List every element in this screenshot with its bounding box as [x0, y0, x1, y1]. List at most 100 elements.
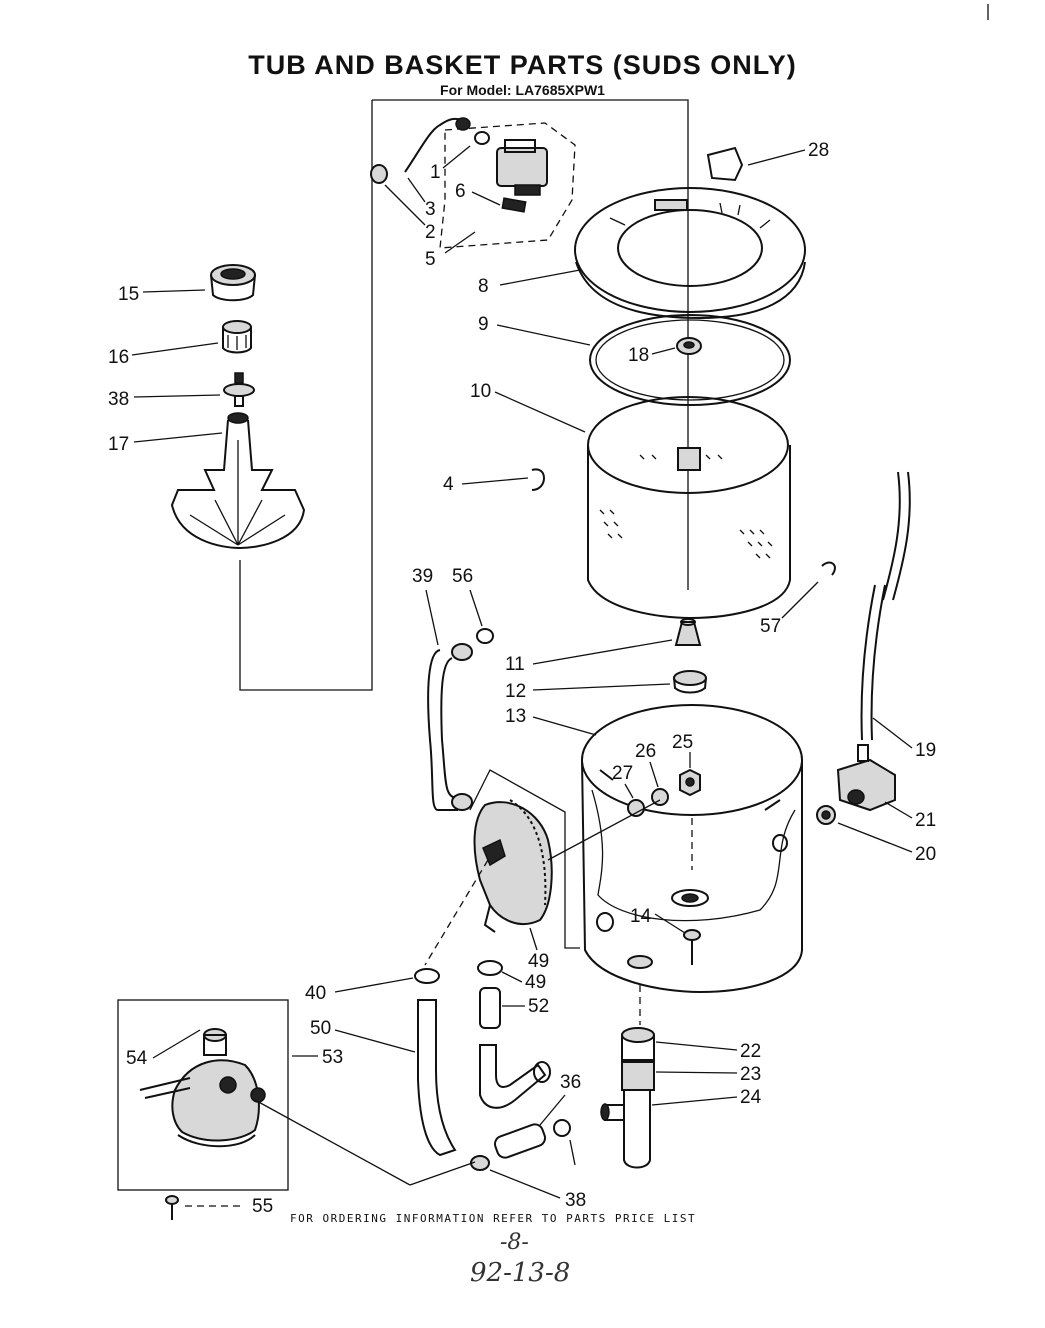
callout-26: 26 — [635, 741, 656, 762]
callout-12: 12 — [505, 681, 526, 702]
clamp-link-line — [409, 1161, 476, 1186]
leader-49-left — [334, 977, 414, 993]
switch-assembly-outline — [439, 122, 576, 249]
clip — [531, 468, 545, 491]
basket-ring-inner — [595, 319, 785, 401]
callout-21: 21 — [915, 810, 936, 831]
callout-1: 1 — [430, 162, 441, 183]
pump-hose — [417, 999, 457, 1157]
switch-bracket — [501, 197, 527, 213]
short-hose — [479, 987, 501, 1029]
leader-4 — [461, 477, 529, 485]
drive-bell — [674, 618, 702, 646]
pump — [473, 799, 553, 933]
callout-4: 4 — [443, 474, 454, 495]
callout-49-left: 40 — [305, 983, 326, 1004]
outer-tub — [581, 704, 803, 994]
callout-36: 36 — [560, 1072, 581, 1093]
mounting-plate — [706, 146, 744, 182]
callout-11: 11 — [505, 654, 525, 675]
callout-50: 49 — [528, 951, 549, 972]
callout-18: 18 — [628, 345, 649, 366]
leader-11 — [532, 639, 673, 665]
leader-49-right — [501, 971, 523, 983]
callout-22: 22 — [740, 1041, 761, 1062]
pressure-switch — [496, 139, 548, 196]
callout-27: 27 — [612, 763, 633, 784]
mounting-screw — [165, 1195, 179, 1220]
agitator-body — [170, 412, 306, 550]
callout-5: 5 — [425, 249, 436, 270]
callout-6: 6 — [455, 181, 466, 202]
callout-10: 10 — [470, 381, 491, 402]
pump-to-hose-line — [424, 859, 489, 966]
callout-13: 13 — [505, 706, 526, 727]
air-dome — [836, 744, 896, 812]
leader-38 — [489, 1169, 561, 1199]
callout-3: 3 — [425, 199, 436, 220]
callout-15: 15 — [118, 284, 139, 305]
elbow-hose-end — [533, 1061, 551, 1083]
basket-axis-line — [372, 99, 689, 590]
callout-14: 14 — [630, 906, 652, 927]
leader-24 — [651, 1096, 738, 1106]
connector-hose — [493, 1123, 547, 1159]
leader-3 — [407, 177, 426, 203]
leader-14 — [654, 913, 686, 934]
leader-17 — [133, 432, 223, 443]
leader-16 — [131, 342, 219, 356]
drain-collar — [621, 1061, 655, 1091]
leader-12 — [532, 683, 671, 691]
callout-54: 54 — [126, 1048, 148, 1069]
callout-39: 39 — [412, 566, 433, 587]
callout-23: 23 — [740, 1064, 761, 1085]
leader-21 — [884, 801, 913, 819]
callout-52: 52 — [528, 996, 549, 1017]
leader-20 — [837, 822, 913, 853]
elbow-hose — [479, 1044, 547, 1109]
basket-ring — [589, 314, 791, 406]
callout-24: 24 — [740, 1087, 762, 1108]
callout-17: 17 — [108, 434, 129, 455]
grommet-hole — [821, 810, 831, 820]
callout-51: 50 — [310, 1018, 331, 1039]
tub-nut — [679, 768, 701, 797]
diagram-title: TUB AND BASKET PARTS (SUDS ONLY) — [248, 50, 797, 80]
flat-washer — [627, 799, 645, 817]
callout-53: 53 — [322, 1047, 343, 1068]
leader-57 — [781, 581, 819, 619]
handwritten-page-number: -8- — [500, 1230, 529, 1255]
leader-50 — [529, 927, 538, 951]
callout-8: 8 — [478, 276, 489, 297]
ordering-note: FOR ORDERING INFORMATION REFER TO PARTS … — [290, 1212, 697, 1225]
agitator-stud — [223, 372, 255, 407]
callout-25: 25 — [672, 732, 693, 753]
hose-clip — [821, 561, 836, 576]
callout-20: 20 — [915, 844, 936, 865]
leader-23 — [655, 1071, 738, 1074]
hose-fitting — [455, 117, 471, 131]
leader-39 — [425, 589, 439, 646]
leader-27 — [624, 783, 634, 799]
air-dome-hose-upper-edge — [892, 471, 911, 601]
seal-washer — [651, 788, 669, 806]
leader-38-right — [569, 1139, 576, 1166]
leader-10 — [494, 391, 586, 433]
callout-49-right: 49 — [525, 972, 546, 993]
leader-2 — [384, 184, 426, 226]
leader-56 — [469, 589, 483, 627]
pump-assembly-box — [117, 999, 289, 1191]
model-subtitle: For Model: LA7685XPW1 — [440, 82, 605, 98]
drain-tee — [600, 1090, 651, 1169]
callout-57: 57 — [760, 616, 781, 637]
leader-22 — [655, 1041, 738, 1051]
leader-54 — [152, 1029, 201, 1059]
leader-19 — [872, 717, 913, 749]
callout-40: 38 — [108, 389, 129, 410]
hose-clamp-49-right — [477, 960, 503, 976]
spin-basket — [587, 396, 791, 620]
leader-6 — [471, 191, 501, 206]
callout-19: 19 — [915, 740, 936, 761]
